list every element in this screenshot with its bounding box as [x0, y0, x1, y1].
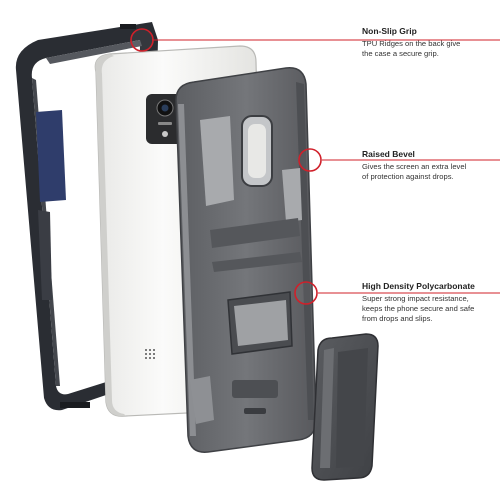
callout-line-polycarbonate [294, 281, 500, 305]
magnifier-circle-icon [294, 281, 318, 305]
callout-title: Non-Slip Grip [362, 26, 417, 36]
callout-line: TPU Ridges on the back give [362, 38, 461, 48]
callout-title: High Density Polycarbonate [362, 281, 475, 291]
callout-line: the case a secure grip. [362, 48, 439, 58]
phone-camera [146, 94, 184, 144]
callout-line: Super strong impact resistance, [362, 293, 469, 303]
callout-line: of protection against drops. [362, 171, 454, 181]
callout-raised-bevel: Raised Bevel Gives the screen an extra l… [362, 150, 498, 182]
callout-line: from drops and slips. [362, 313, 433, 323]
callout-line-grip [130, 28, 500, 52]
tpu-blue-pad [36, 110, 66, 202]
callout-line: Gives the screen an extra level [362, 161, 467, 171]
magnifier-circle-icon [130, 28, 154, 52]
callout-high-density-polycarbonate: High Density Polycarbonate Super strong … [362, 282, 498, 324]
polycarbonate-shell [175, 67, 317, 453]
kickstand [311, 333, 379, 481]
callout-line: keeps the phone secure and safe [362, 303, 475, 313]
callout-line-bevel [298, 148, 500, 172]
magnifier-circle-icon [298, 148, 322, 172]
callout-non-slip-grip: Non-Slip Grip TPU Ridges on the back giv… [362, 27, 498, 59]
callout-title: Raised Bevel [362, 149, 415, 159]
